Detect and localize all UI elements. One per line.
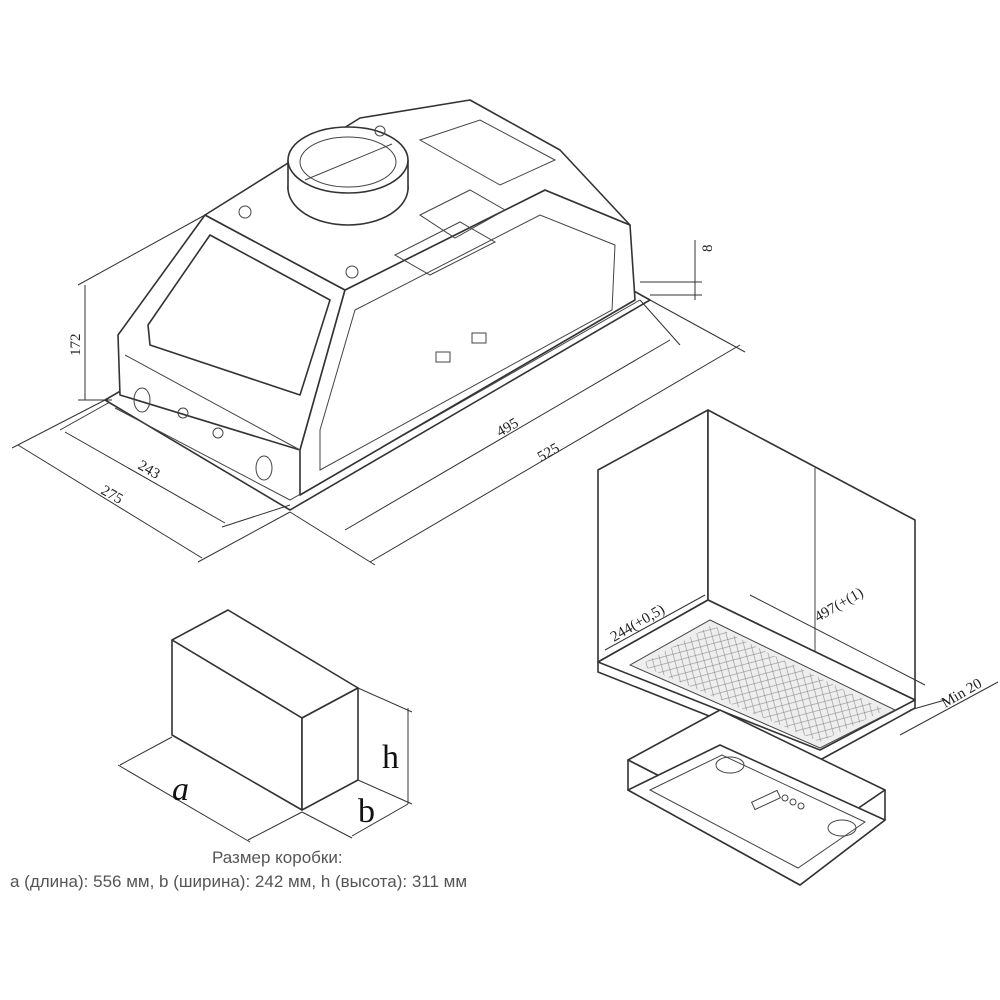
hood-side-seam [124,354,301,451]
dim-depth-ext [221,504,291,528]
hood-small-panel [648,754,867,869]
dim-min-line [899,681,999,736]
duct-collar-inner [299,136,397,188]
button-icon [789,798,797,806]
duct-collar-rim [287,126,409,194]
dim-width-inner-line [344,339,671,531]
screw-icon [238,205,252,219]
clip-icon [435,351,451,363]
dim-width-ext [289,511,376,566]
dim-offset-label: 8 [700,245,716,253]
dim-depth-ext [11,399,106,449]
dim-width-ext [649,299,746,353]
button-icon [781,794,789,802]
screw-icon [177,407,189,419]
screw-icon [374,125,386,137]
hood-small-bottom [627,744,886,886]
hood-top [204,99,631,291]
top-recess [418,119,557,186]
light-icon [715,756,745,774]
package-box: a b h [117,609,413,843]
dim-width-outer-line [369,344,741,563]
dim-width-outer-label: 525 [535,440,562,465]
dim-height-ext [77,214,206,286]
dim-b-ext [301,811,353,839]
box-caption-values: a (длина): 556 мм, b (ширина): 242 мм, h… [10,872,468,891]
dim-cutout-width-line [749,594,926,686]
dim-width-ext [639,299,681,346]
button-icon [797,802,805,810]
vent-icon [255,455,273,481]
dim-h-ext [357,687,413,713]
dim-b-line [351,803,409,837]
dim-depth-ext [59,401,111,431]
dim-depth-ext [197,511,291,563]
dim-h-label: h [382,739,399,776]
clip-icon [471,332,487,344]
hood-body [104,99,651,511]
duct-damper [304,143,393,181]
light-icon [827,819,857,837]
dim-depth-outer-line [17,444,203,559]
dim-width-inner-label: 495 [494,415,521,440]
dim-height-label: 172 [68,334,84,357]
box-caption-title: Размер коробки: [212,848,343,867]
dim-a-line [117,764,251,843]
dim-depth-outer-label: 275 [98,483,125,508]
hood-side-window [147,234,331,396]
dim-a-label: a [172,771,189,808]
dim-depth-inner-line [64,431,226,524]
screw-icon [212,427,224,439]
top-recess [393,221,497,276]
vent-icon [133,387,151,413]
dim-b-label: b [358,793,375,830]
dim-a-ext [119,736,173,766]
dim-h-ext [357,779,413,805]
control-panel-icon [750,789,782,811]
dim-a-ext [247,811,303,841]
grease-filter [640,625,885,742]
hood-front-panel [319,214,616,471]
dim-cutout-depth-line [604,594,706,651]
cabinet-installation: 244(+0,5) 497(+(1) Min 20 [597,409,999,886]
dim-min-label: Min 20 [939,676,985,712]
dim-depth-inner-label: 243 [135,458,162,483]
hood-base-inner-edge [114,299,641,501]
dim-min-ext [909,699,946,711]
screw-icon [345,265,359,279]
